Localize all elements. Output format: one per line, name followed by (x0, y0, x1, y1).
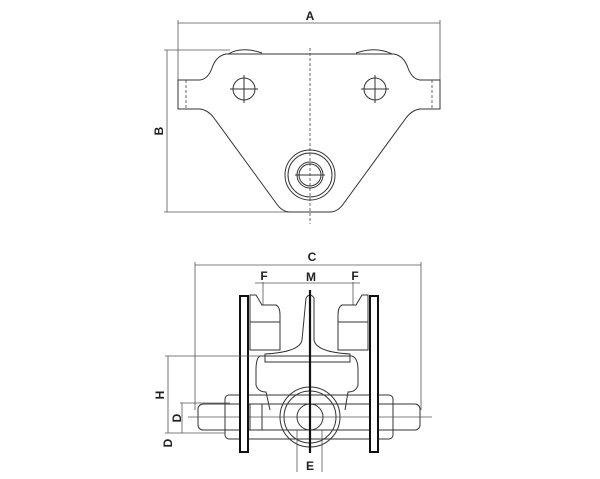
label-d-outer: D (161, 438, 175, 447)
wheel-top-right (355, 49, 393, 55)
hook-boss-outer (284, 149, 336, 201)
label-a: A (306, 9, 315, 23)
label-e: E (306, 459, 314, 473)
label-b: B (152, 126, 166, 135)
side-plate-outline (177, 53, 441, 213)
trolley-body (255, 355, 359, 411)
label-f-left: F (260, 269, 267, 283)
side-plate-left (239, 295, 249, 453)
hook-boss-ring (287, 152, 333, 198)
i-beam (264, 294, 351, 363)
wheel-left (249, 294, 281, 351)
front-view: A B (152, 9, 441, 224)
side-view: C M F F E H (153, 250, 432, 473)
side-plate-right (369, 295, 379, 453)
label-d-inner: D (170, 413, 184, 422)
wheel-right (337, 294, 369, 351)
label-f-right: F (351, 269, 358, 283)
label-h: H (153, 391, 167, 400)
label-c: C (308, 250, 317, 264)
label-m: M (306, 270, 316, 284)
wheel-top-left (227, 49, 263, 55)
